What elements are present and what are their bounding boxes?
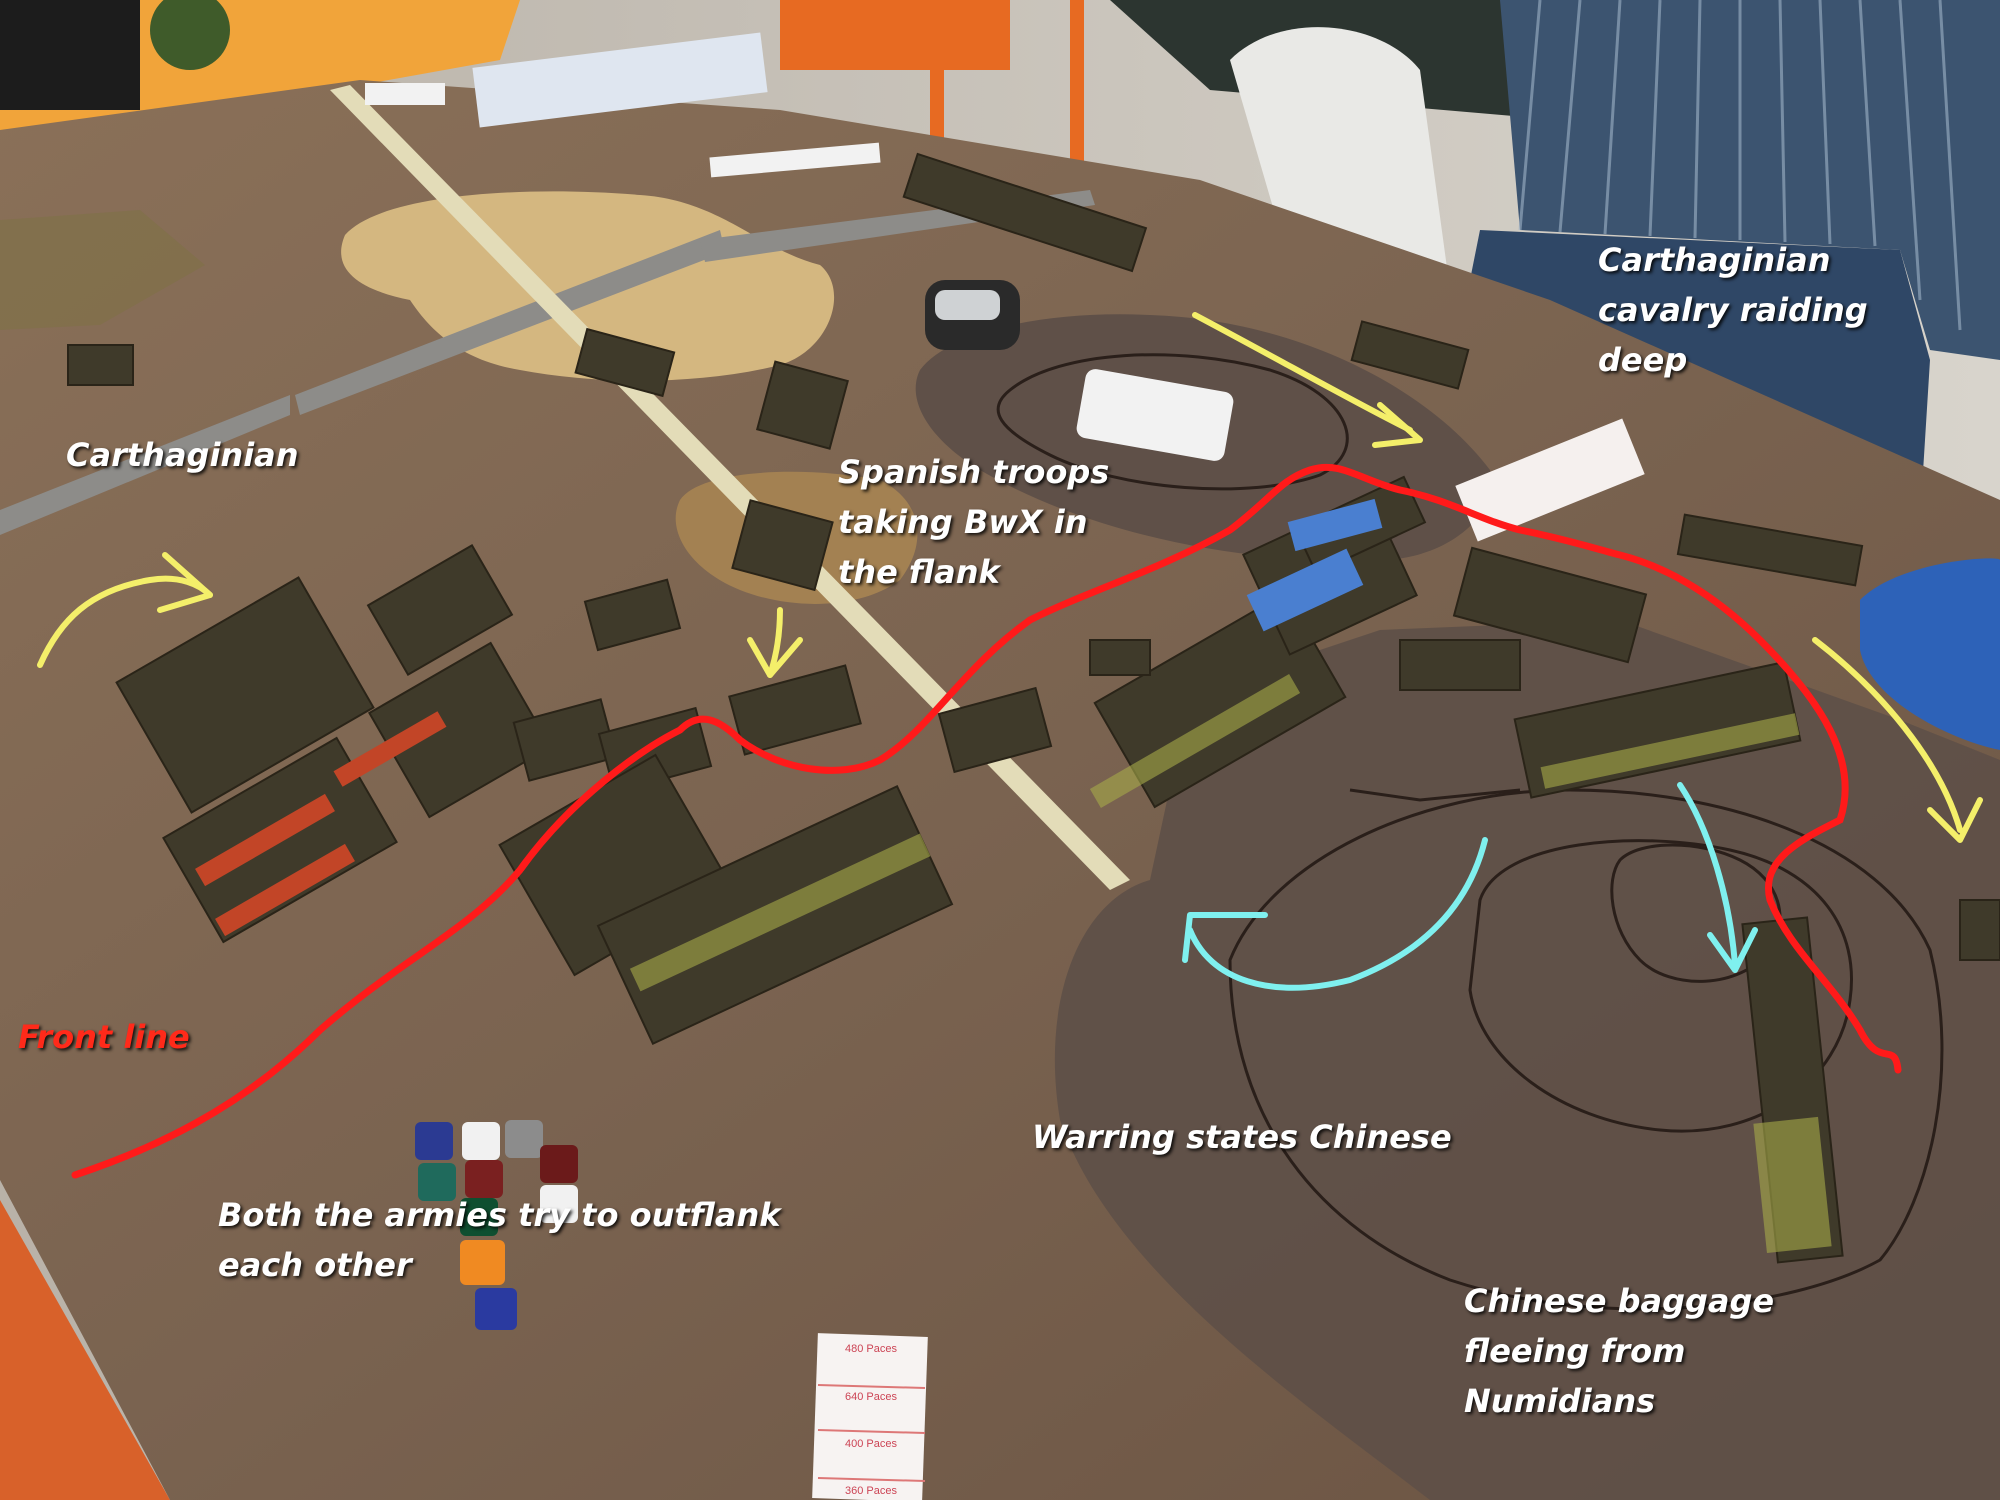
arrow-cav-raid-head (1372, 402, 1423, 448)
dark-terrain-area (1054, 620, 2000, 1500)
unit-bases (629, 673, 1832, 1253)
dice-pile (415, 1120, 578, 1330)
measure-card-row: 480 Paces (845, 1343, 897, 1355)
caption-carthaginian: Carthaginian (66, 430, 299, 480)
measure-tape-line (330, 85, 1130, 890)
measure-card-row: 360 Paces (845, 1485, 897, 1497)
white-tile (1076, 369, 1234, 461)
arrow-chinese-left (1187, 837, 1488, 991)
die (418, 1163, 456, 1201)
die (505, 1120, 543, 1158)
caption-line: Numidians (1464, 1382, 1656, 1420)
caption-line: Carthaginian (1598, 241, 1831, 279)
caption-line: Front line (18, 1018, 190, 1056)
die (540, 1185, 578, 1223)
carthaginian-arrows (37, 312, 1983, 843)
die (460, 1240, 505, 1285)
caption-line: deep (1598, 341, 1688, 379)
units (67, 152, 2000, 1264)
caption-line: cavalry raiding (1598, 291, 1868, 329)
caption-spanish-troops: Spanish troops taking BwX in the flank (838, 447, 1109, 597)
shirt-stripes (1518, 0, 1962, 331)
red-shields (195, 711, 447, 937)
front-line-annotation (71, 463, 1902, 1179)
caption-line: Warring states Chinese (1032, 1118, 1452, 1156)
caption-line: Both the armies try to outflank (218, 1196, 781, 1234)
clear-plastic-terrain (0, 210, 205, 330)
arrow-spanish-head (747, 637, 803, 678)
arrow-baggage-head (1707, 927, 1758, 973)
caption-line: fleeing from (1464, 1332, 1686, 1370)
orange-chair (780, 0, 1010, 70)
caption-front-line: Front line (18, 1012, 190, 1062)
die (460, 1198, 498, 1236)
measure-card-row: 400 Paces (845, 1438, 897, 1450)
die (540, 1145, 578, 1183)
caption-line: Chinese baggage (1464, 1282, 1775, 1320)
paper-slip (709, 142, 881, 178)
arrow-cav-raid (1192, 312, 1413, 433)
arrow-baggage-down (1677, 782, 1738, 968)
die (462, 1122, 500, 1160)
blue-troops (1246, 498, 1383, 632)
caption-line: the flank (838, 553, 1000, 591)
caption-line: taking BwX in (838, 503, 1088, 541)
caption-line: Spanish troops (838, 453, 1110, 491)
tape-measure-face (935, 290, 1000, 320)
arrow-chinese-left-head (1182, 912, 1268, 963)
caption-warring-states: Warring states Chinese (1032, 1112, 1452, 1162)
caption-outflank: Both the armies try to outflank each oth… (218, 1190, 781, 1290)
measure-card-row: 640 Paces (845, 1391, 897, 1403)
die (475, 1288, 517, 1330)
chinese-arrows (1182, 782, 1758, 991)
army-list-sheet (472, 32, 768, 128)
measure-card: 480 Paces 640 Paces 400 Paces 360 Paces (812, 1333, 928, 1500)
arrow-right-edge (1812, 637, 1963, 833)
paper-slip (1455, 418, 1645, 542)
caption-chinese-baggage: Chinese baggage fleeing from Numidians (1464, 1276, 1774, 1426)
orange-chair-leg (1070, 0, 1084, 170)
blue-plate (1860, 558, 2000, 750)
paper-slip (365, 83, 445, 105)
person-shirt (1500, 0, 2000, 360)
caption-line: each other (218, 1246, 412, 1284)
caption-cavalry-raid: Carthaginian cavalry raiding deep (1598, 235, 1868, 385)
arrow-outflank-left-head (157, 552, 213, 613)
orange-floor (0, 1200, 170, 1500)
grey-road (0, 395, 290, 535)
dark-box (0, 0, 140, 110)
die (465, 1160, 503, 1198)
grey-road (295, 230, 725, 415)
caption-line: Carthaginian (66, 436, 299, 474)
tree-model (150, 0, 230, 70)
arrow-right-edge-head (1927, 797, 1983, 843)
die (415, 1122, 453, 1160)
